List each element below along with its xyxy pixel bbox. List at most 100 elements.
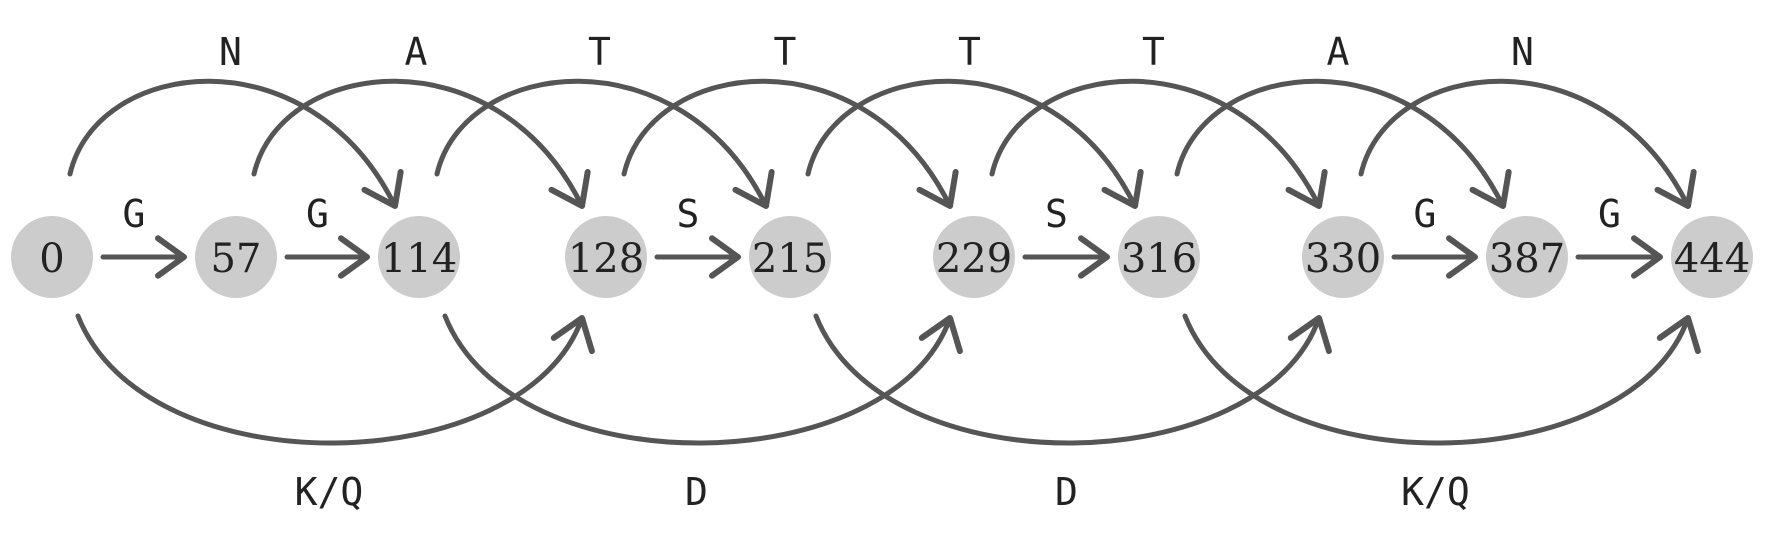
edge-line bbox=[442, 313, 953, 446]
arrow-head-icon bbox=[916, 168, 959, 209]
node-circle bbox=[378, 216, 460, 298]
edge-label: G bbox=[1598, 192, 1621, 236]
edge-arc-bottom-K-Q bbox=[1182, 313, 1701, 446]
edge-straight-G bbox=[284, 235, 370, 279]
node-label: 229 bbox=[936, 236, 1012, 282]
arrow-head-icon bbox=[338, 235, 370, 279]
edge-arc-top-T bbox=[805, 78, 1144, 209]
edge-label: T bbox=[1142, 30, 1165, 74]
node-circle bbox=[11, 216, 93, 298]
node-0: 0 bbox=[11, 216, 93, 298]
node-circle bbox=[1302, 216, 1384, 298]
edge-label: D bbox=[685, 470, 708, 514]
node-215: 215 bbox=[749, 216, 831, 298]
edge-line bbox=[434, 78, 769, 209]
node-330: 330 bbox=[1302, 216, 1384, 298]
arrow-head-icon bbox=[1285, 168, 1328, 209]
node-label: 128 bbox=[568, 236, 644, 282]
node-label: 114 bbox=[381, 236, 457, 282]
node-label: 330 bbox=[1305, 236, 1381, 282]
arrow-head-icon bbox=[1101, 168, 1144, 209]
edge-label: K/Q bbox=[1401, 470, 1470, 514]
node-label: 316 bbox=[1121, 236, 1197, 282]
node-128: 128 bbox=[565, 216, 647, 298]
node-circle bbox=[1486, 216, 1568, 298]
edge-label: G bbox=[123, 192, 146, 236]
arrow-head-icon bbox=[918, 315, 963, 355]
arrow-head-icon bbox=[1654, 168, 1697, 209]
node-229: 229 bbox=[933, 216, 1015, 298]
node-label: 215 bbox=[752, 236, 828, 282]
arrow-head-icon bbox=[1469, 168, 1512, 209]
node-label: 0 bbox=[39, 236, 64, 282]
edge-label: S bbox=[677, 192, 700, 236]
edge-arc-bottom-D bbox=[813, 313, 1332, 446]
edge-arc-top-T bbox=[989, 78, 1328, 209]
edge-straight-S bbox=[654, 235, 741, 279]
arrow-head-icon bbox=[1656, 315, 1701, 355]
arrow-head-icon bbox=[361, 168, 404, 209]
edge-line bbox=[1358, 78, 1691, 209]
nodes-layer: 0 57 114 128 215 229 316 330 387 444 bbox=[11, 216, 1753, 298]
edge-line bbox=[251, 78, 585, 209]
edge-arc-bottom-K-Q bbox=[75, 313, 595, 446]
edge-label: T bbox=[588, 30, 611, 74]
node-444: 444 bbox=[1671, 216, 1753, 298]
node-label: 444 bbox=[1674, 236, 1750, 282]
arrow-head-icon bbox=[155, 235, 187, 279]
edge-label: G bbox=[1414, 192, 1437, 236]
arrow-head-icon bbox=[709, 235, 741, 279]
node-114: 114 bbox=[378, 216, 460, 298]
node-57: 57 bbox=[195, 216, 277, 298]
edge-line bbox=[989, 78, 1322, 209]
edge-line bbox=[67, 78, 398, 209]
node-circle bbox=[933, 216, 1015, 298]
arrow-head-icon bbox=[732, 168, 775, 209]
node-316: 316 bbox=[1118, 216, 1200, 298]
edge-label: N bbox=[1511, 30, 1534, 74]
edge-arc-top-T bbox=[434, 78, 775, 209]
edge-label: S bbox=[1045, 192, 1068, 236]
edge-label: T bbox=[774, 30, 797, 74]
edge-line bbox=[1182, 313, 1691, 446]
node-label: 387 bbox=[1489, 236, 1565, 282]
node-circle bbox=[749, 216, 831, 298]
node-387: 387 bbox=[1486, 216, 1568, 298]
arrow-head-icon bbox=[1287, 315, 1332, 355]
edge-line bbox=[621, 78, 953, 209]
edge-line bbox=[75, 313, 585, 446]
node-circle bbox=[1118, 216, 1200, 298]
edge-label: T bbox=[958, 30, 981, 74]
edge-line bbox=[1174, 78, 1506, 209]
arrow-head-icon bbox=[548, 168, 591, 209]
edge-label: D bbox=[1055, 470, 1078, 514]
node-label: 57 bbox=[211, 236, 262, 282]
edge-arc-top-A bbox=[251, 78, 591, 209]
edge-arc-top-N bbox=[1358, 78, 1697, 209]
edge-label: G bbox=[306, 192, 329, 236]
arrow-head-icon bbox=[550, 315, 595, 355]
edge-arc-bottom-D bbox=[442, 313, 963, 446]
edge-line bbox=[813, 313, 1322, 446]
edge-straight-G bbox=[1575, 235, 1663, 279]
arrow-head-icon bbox=[1078, 235, 1110, 279]
node-circle bbox=[1671, 216, 1753, 298]
edge-arc-top-N bbox=[67, 78, 404, 209]
node-circle bbox=[565, 216, 647, 298]
arrow-head-icon bbox=[1631, 235, 1663, 279]
edge-straight-S bbox=[1022, 235, 1110, 279]
edge-label: N bbox=[219, 30, 242, 74]
edge-label: A bbox=[405, 30, 428, 74]
edge-straight-G bbox=[1391, 235, 1478, 279]
edge-arc-top-T bbox=[621, 78, 959, 209]
arrow-head-icon bbox=[1446, 235, 1478, 279]
edge-label: K/Q bbox=[295, 470, 364, 514]
edge-label: A bbox=[1327, 30, 1350, 74]
edge-labels-layer: G G S S G G N A T T T T A N K/Q D D K/Q bbox=[123, 30, 1621, 514]
edge-arc-top-A bbox=[1174, 78, 1512, 209]
edge-straight-G bbox=[100, 235, 187, 279]
edges-layer bbox=[67, 78, 1701, 446]
node-circle bbox=[195, 216, 277, 298]
edge-line bbox=[805, 78, 1138, 209]
